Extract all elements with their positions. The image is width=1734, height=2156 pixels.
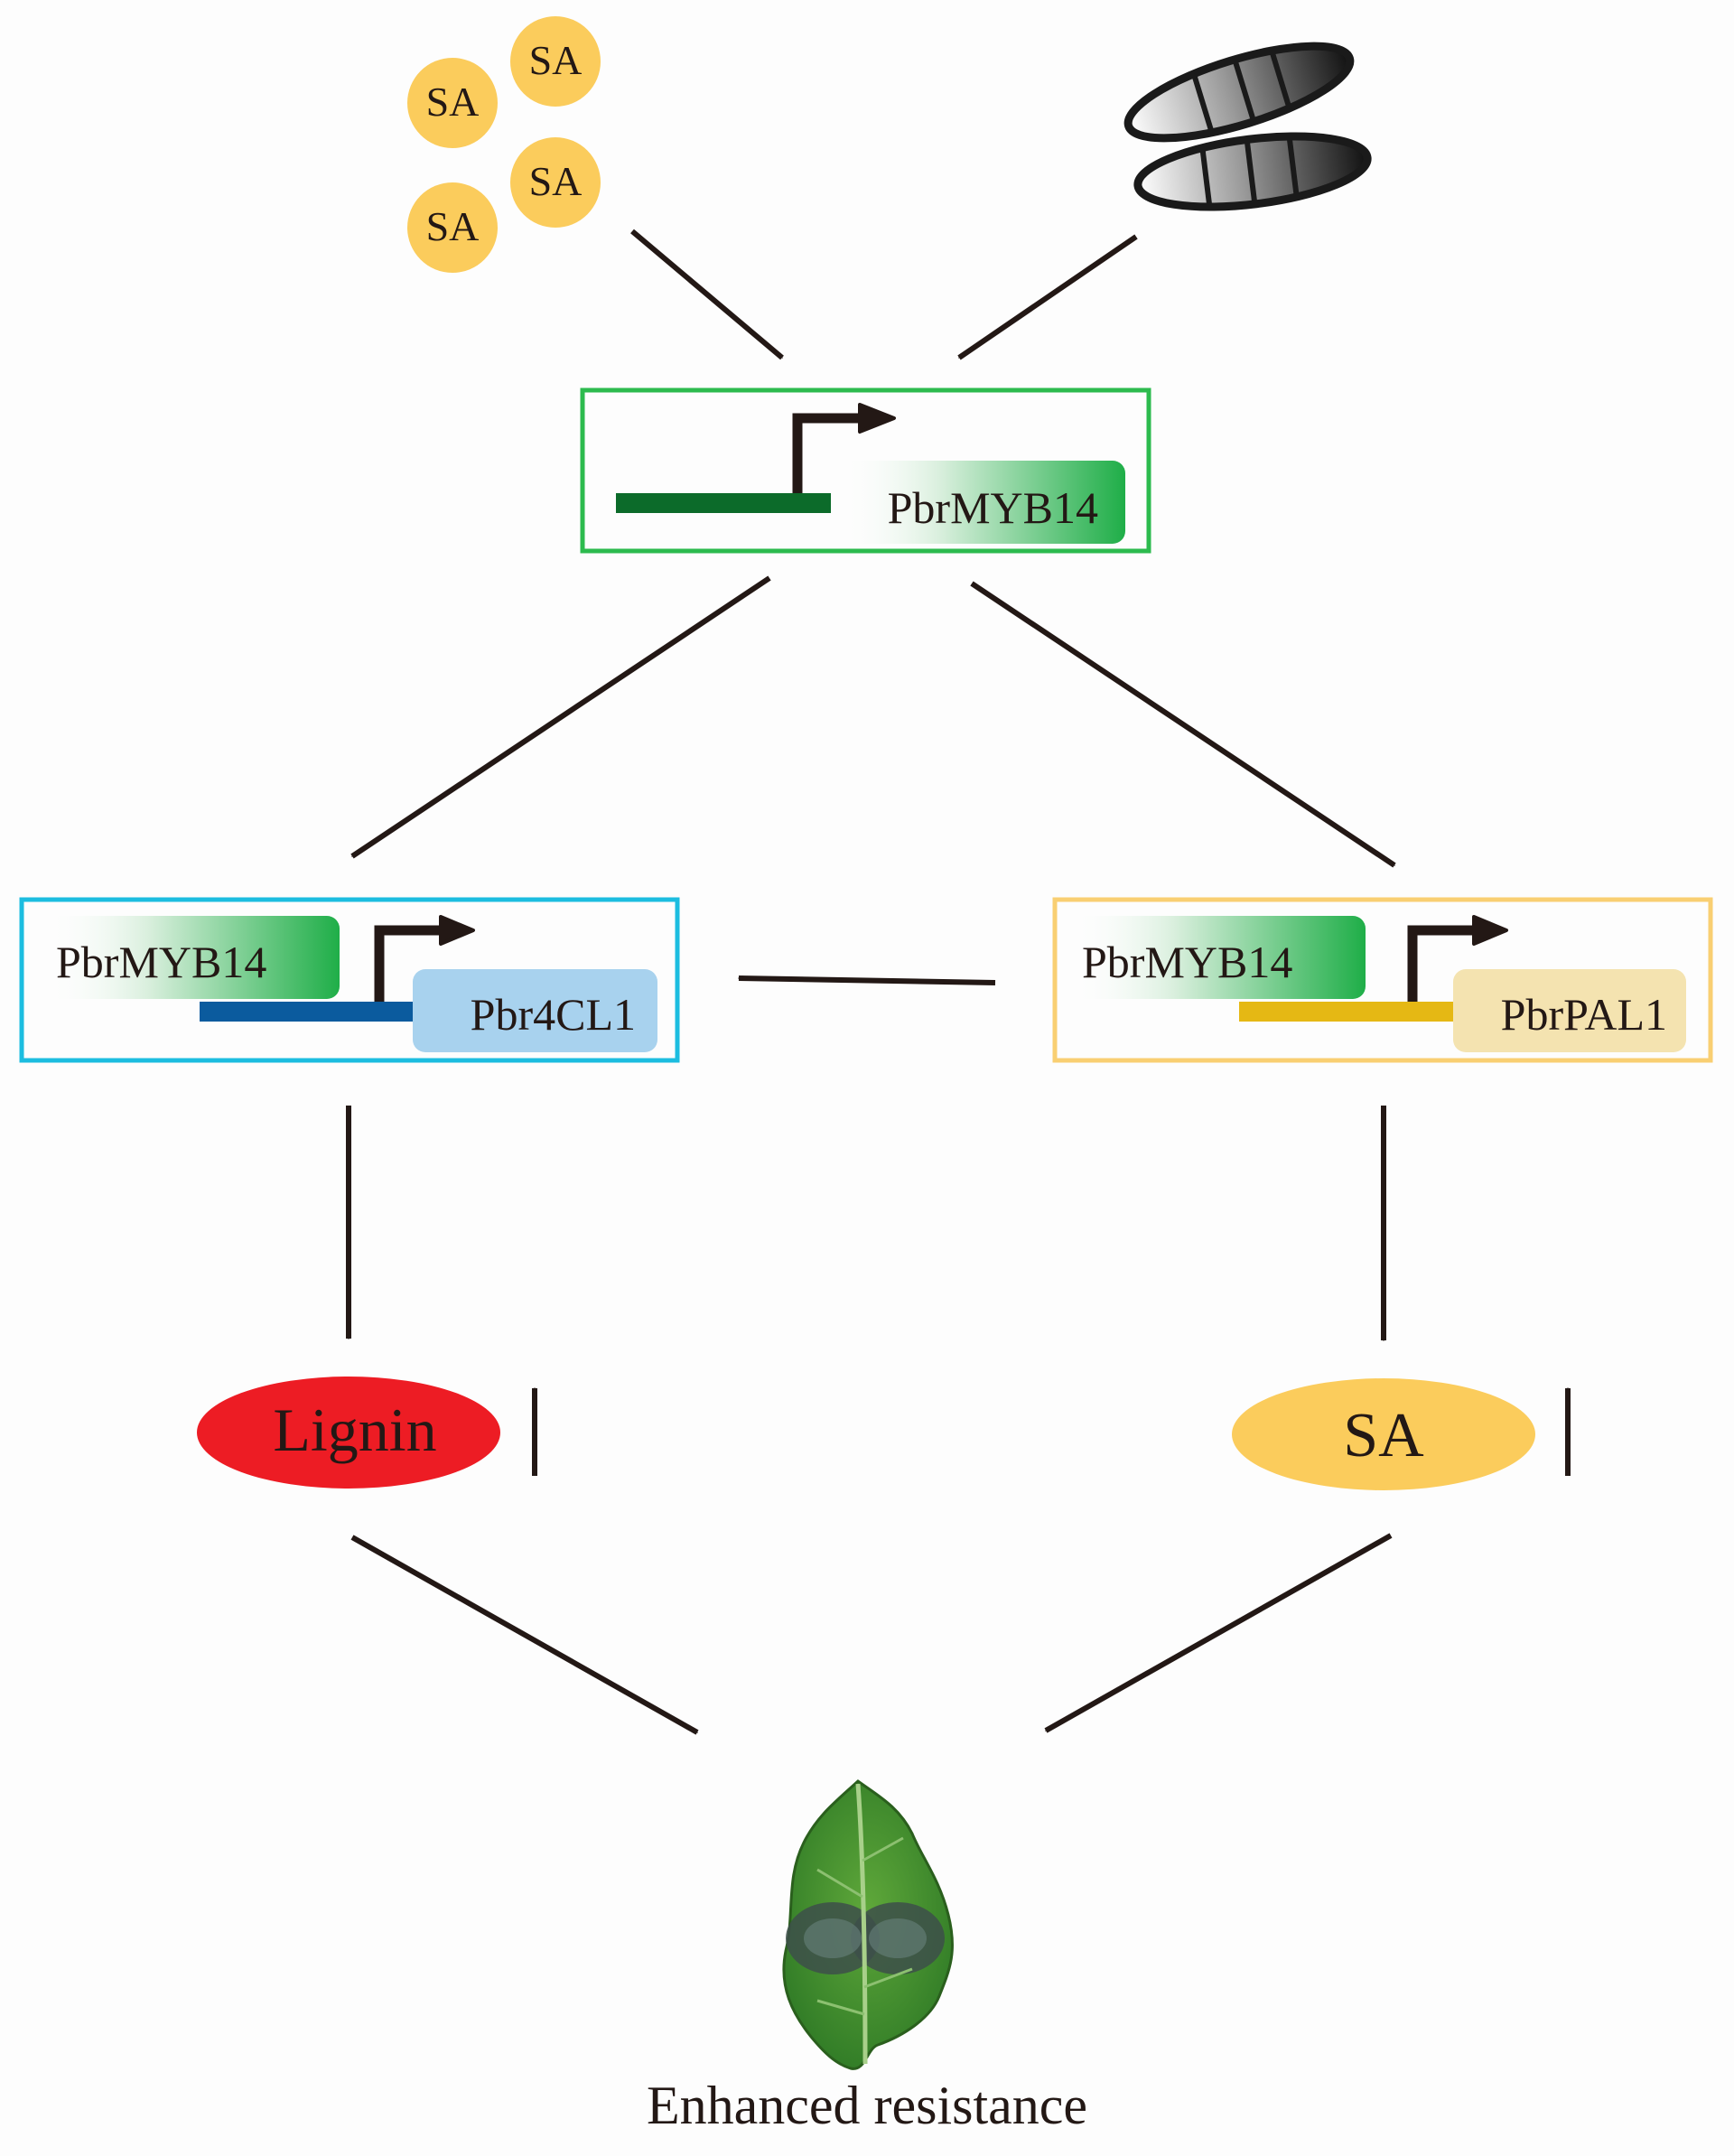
right-target-label: PbrPAL1 [1501, 989, 1667, 1040]
arrows [346, 229, 1571, 1735]
left-gene-box: PbrMYB14 Pbr4CL1 [19, 897, 680, 1063]
arrow-pal1-to-4cl1 [737, 975, 996, 985]
arrow-myb14-to-pal1 [970, 581, 1396, 868]
sa-molecule-cluster: SA SA SA SA [407, 16, 601, 273]
arrow-lignin-to-resistance [350, 1535, 699, 1735]
pbrpal1-promoter [1239, 1002, 1456, 1022]
right-tf-label: PbrMYB14 [1082, 937, 1292, 987]
pbrpal1-gene [1453, 969, 1686, 1052]
arrow-sa-to-myb14 [630, 229, 784, 360]
sa-molecule-label: SA [529, 37, 583, 83]
transcription-start-arrow [1407, 925, 1476, 1002]
left-tf-block [45, 916, 340, 999]
pbrmyb14-gene [840, 461, 1125, 544]
outcome-label: Enhanced resistance [647, 2076, 1087, 2135]
top-gene-box: PbrMYB14 [580, 387, 1151, 554]
lignin-product: Lignin [197, 1377, 500, 1489]
sa-label: SA [1343, 1401, 1424, 1470]
left-target-label: Pbr4CL1 [471, 989, 636, 1040]
sa-molecule: SA [510, 137, 601, 228]
sa-molecule-label: SA [426, 203, 480, 249]
arrow-sa-to-resistance [1044, 1533, 1393, 1733]
fungal-spore-icon [1123, 42, 1372, 211]
pbrmyb14-promoter [616, 493, 831, 513]
sa-product: SA [1232, 1378, 1535, 1490]
lignin-label: Lignin [273, 1395, 436, 1464]
arrow-spore-to-myb14 [957, 234, 1138, 360]
sa-molecule: SA [510, 16, 601, 107]
pbr4cl1-promoter [200, 1002, 416, 1022]
transcription-start-arrow [374, 925, 443, 1002]
sa-molecule: SA [407, 58, 498, 148]
pbr4cl1-gene [413, 969, 657, 1052]
transcription-start-arrow [792, 413, 862, 493]
top-gene-label: PbrMYB14 [888, 482, 1098, 533]
sa-molecule: SA [407, 182, 498, 273]
sa-molecule-label: SA [426, 79, 480, 125]
pear-leaf-icon [782, 1779, 955, 2070]
arrow-myb14-to-4cl1 [350, 575, 771, 859]
sa-molecule-label: SA [529, 158, 583, 204]
left-tf-label: PbrMYB14 [56, 937, 266, 987]
right-gene-box: PbrMYB14 PbrPAL1 [1052, 897, 1713, 1063]
right-tf-block [1071, 916, 1366, 999]
